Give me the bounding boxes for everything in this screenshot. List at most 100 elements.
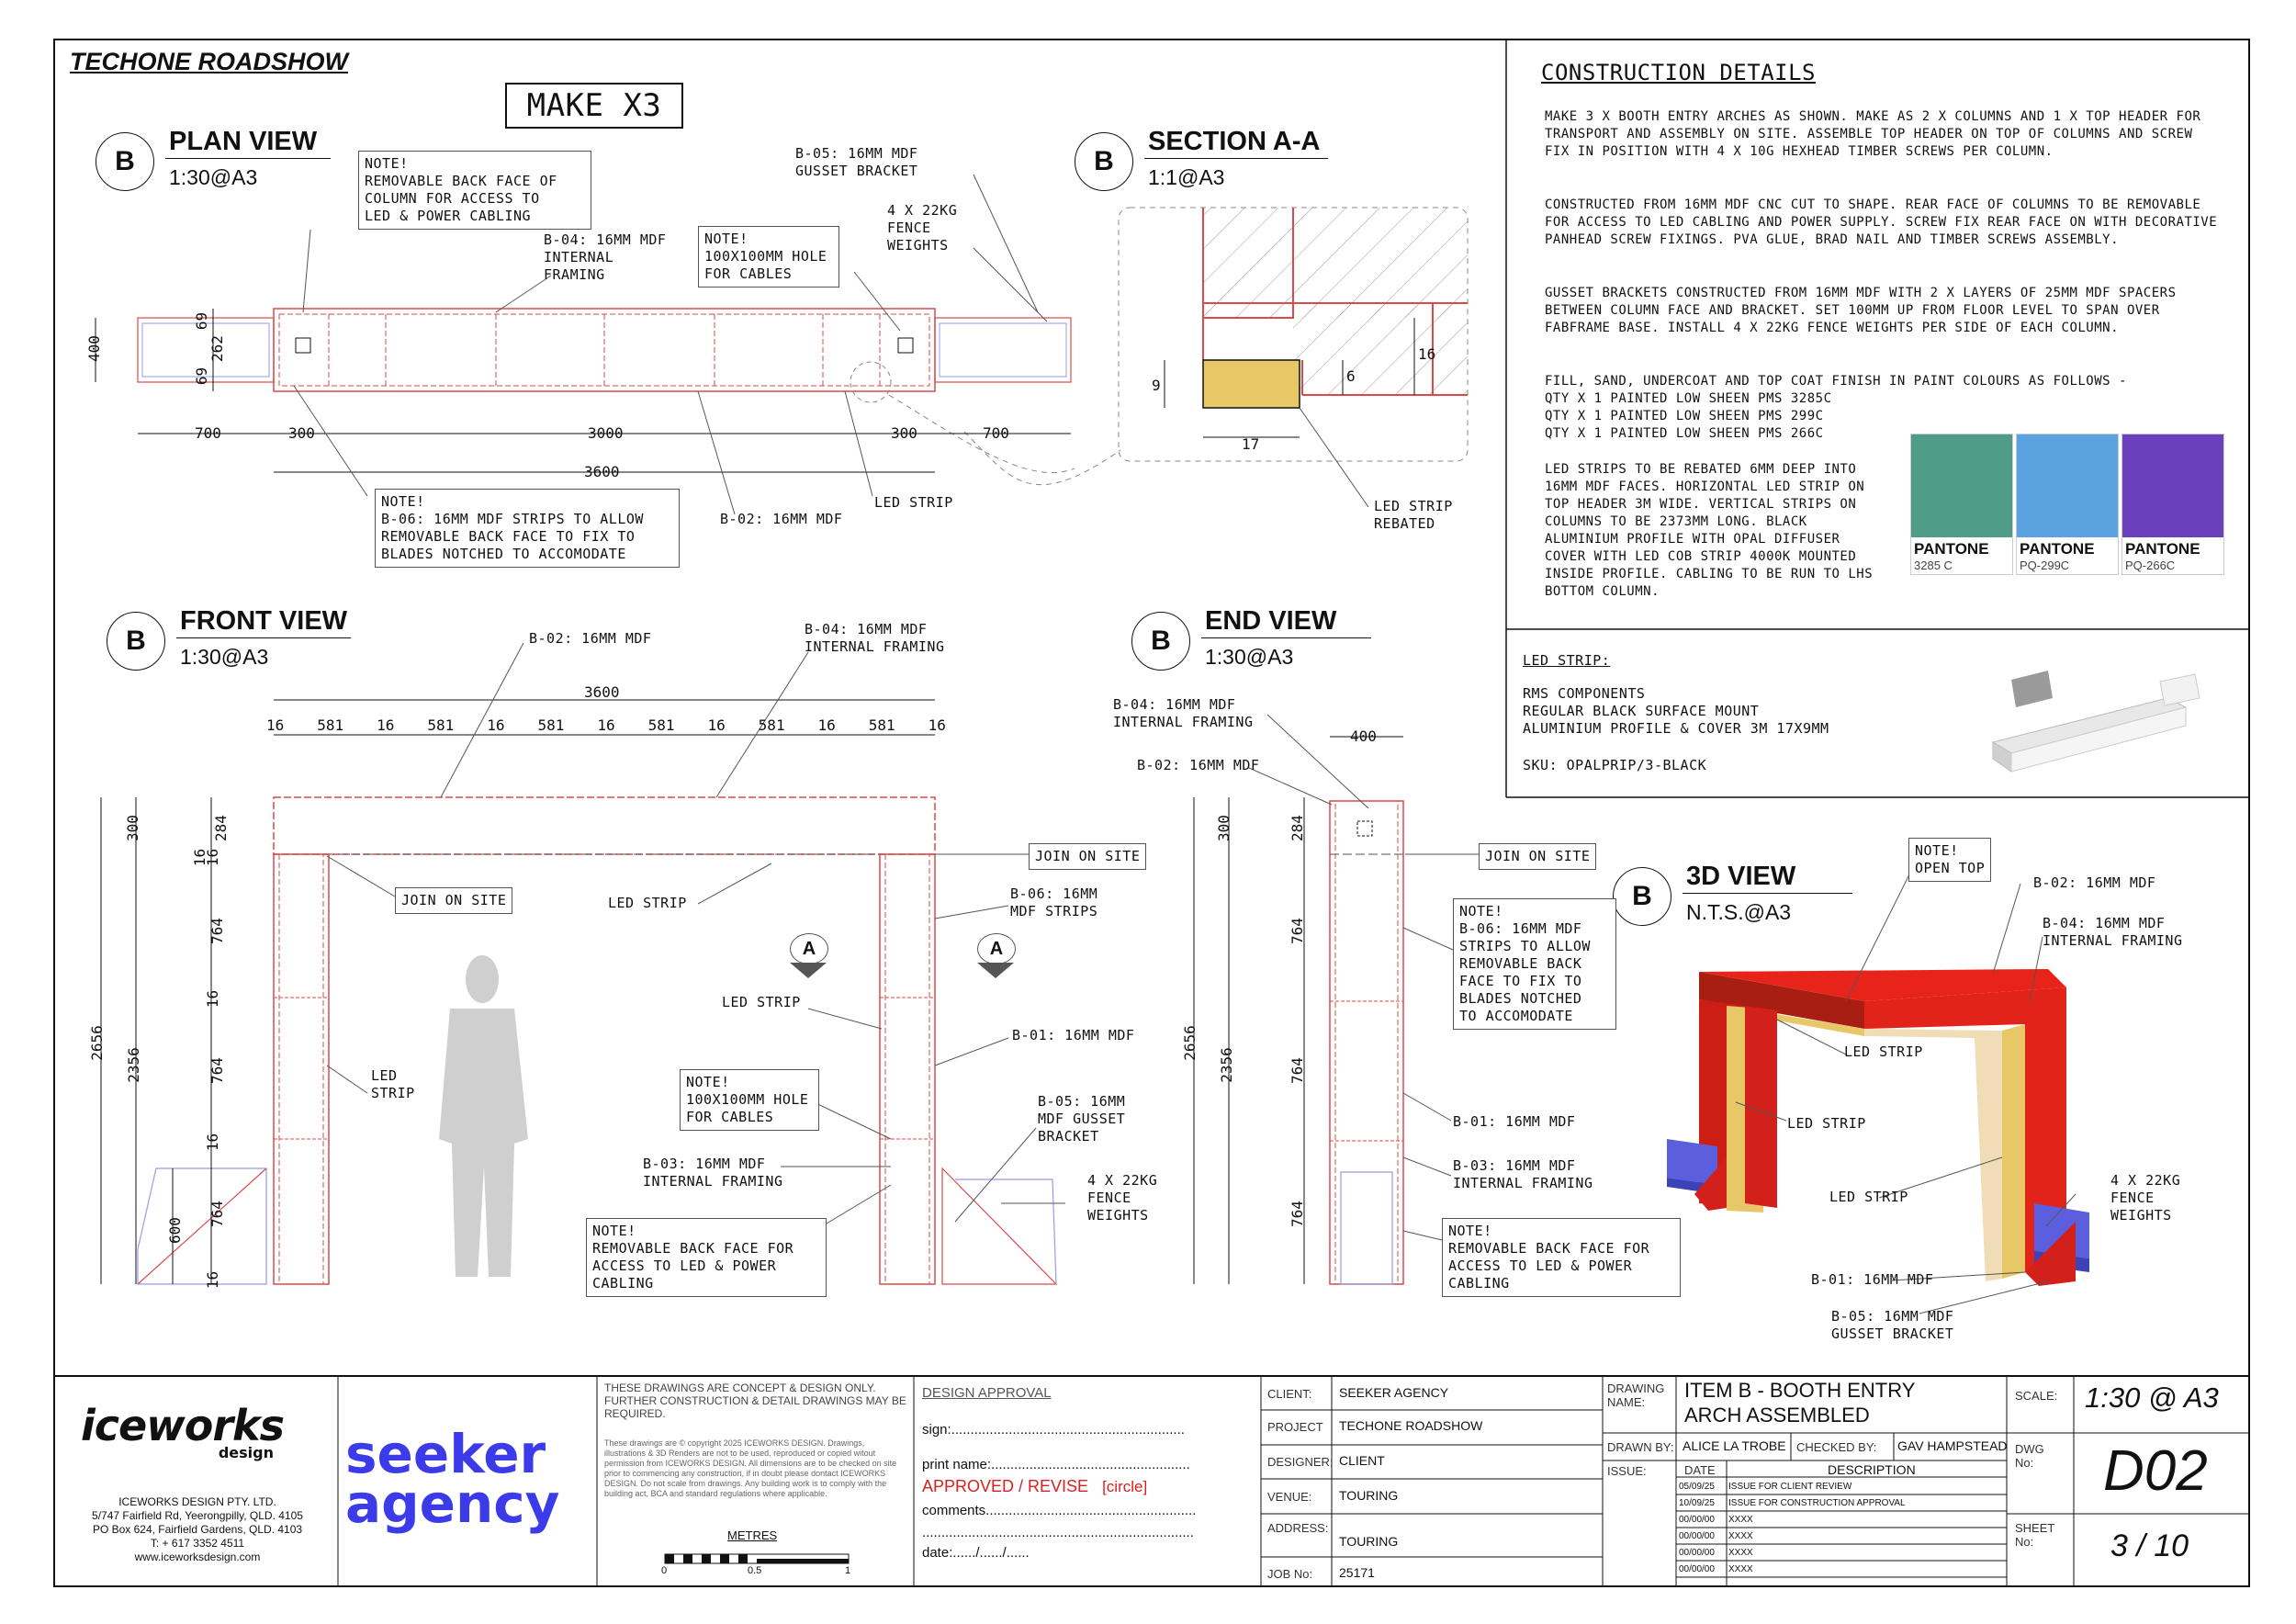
plan-label-led: LED STRIP (874, 494, 953, 511)
pantone-brand: PANTONE (2020, 540, 2095, 558)
pantone-code: PQ-299C (2020, 558, 2070, 572)
issue-desc: XXXX (1728, 1548, 1753, 1558)
front-label-b05: B-05: 16MM MDF GUSSET BRACKET (1038, 1093, 1126, 1145)
issue-desc: XXXX (1728, 1531, 1753, 1541)
address-value: TOURING (1339, 1534, 1399, 1549)
pantone-code: PQ-266C (2125, 558, 2176, 572)
issue-date: 00/00/00 (1679, 1564, 1715, 1574)
issue-desc-col: DESCRIPTION (1828, 1462, 1916, 1477)
company-phone: T: + 617 3352 4511 (150, 1537, 245, 1550)
front-top-dim: 16 (597, 716, 615, 734)
front-top-dim: 16 (707, 716, 726, 734)
address-label: ADDRESS: (1267, 1521, 1329, 1535)
approval-date: date:....../....../...... (922, 1545, 1030, 1561)
construction-para-4: FILL, SAND, UNDERCOAT AND TOP COAT FINIS… (1545, 374, 2127, 441)
three-d-label-led-a: LED STRIP (1844, 1043, 1923, 1060)
end-note-back: NOTE! REMOVABLE BACK FACE FOR ACCESS TO … (1442, 1218, 1681, 1297)
front-join-on-site-right: JOIN ON SITE (1029, 843, 1147, 870)
three-d-label-led-b: LED STRIP (1787, 1115, 1866, 1132)
pantone-code: 3285 C (1914, 558, 1953, 572)
plan-note-b06: NOTE! B-06: 16MM MDF STRIPS TO ALLOW REM… (375, 489, 680, 568)
client-label: CLIENT: (1267, 1387, 1312, 1401)
plan-view-bubble: B (96, 132, 154, 191)
scale-bar-tick-2: 1 (845, 1565, 851, 1576)
approval-print-name: print name:.............................… (922, 1457, 1190, 1472)
section-view-title: SECTION A-A (1148, 127, 1321, 156)
front-dim-300: 300 (123, 815, 141, 841)
front-top-dim: 581 (758, 716, 785, 734)
plan-note-back-face: NOTE! REMOVABLE BACK FACE OF COLUMN FOR … (358, 151, 591, 230)
project-label: PROJECT (1267, 1420, 1323, 1434)
end-view-drawing (1193, 714, 1479, 1285)
construction-para-2: CONSTRUCTED FROM 16MM MDF CNC CUT TO SHA… (1545, 197, 2218, 247)
end-dim-2356: 2356 (1217, 1047, 1235, 1083)
sheet-border (53, 39, 2250, 1587)
plan-dim-700a: 700 (195, 424, 221, 442)
construction-para-5: LED STRIPS TO BE REBATED 6MM DEEP INTO 1… (1545, 462, 1874, 599)
three-d-label-b02: B-02: 16MM MDF (2033, 874, 2156, 891)
section-view-drawing (1118, 207, 1469, 508)
front-dim-16b: 16 (204, 848, 222, 867)
venue-label: VENUE: (1267, 1490, 1312, 1504)
drawing-name-value: ITEM B - BOOTH ENTRY ARCH ASSEMBLED (1684, 1379, 1916, 1427)
venue-value: TOURING (1339, 1488, 1399, 1503)
front-dim-284: 284 (211, 815, 230, 841)
plan-label-b04: B-04: 16MM MDF INTERNAL FRAMING (544, 231, 667, 283)
scale-bar-tick-0: 0 (661, 1565, 668, 1576)
front-dim-764a: 764 (208, 918, 226, 944)
issue-label: ISSUE: (1607, 1464, 1647, 1478)
sheet-value: 3 / 10 (2110, 1528, 2189, 1563)
pantone-swatch-2: PANTONE PQ-299C (2016, 434, 2119, 575)
pantone-swatch-color (2017, 434, 2118, 537)
front-join-on-site-left: JOIN ON SITE (395, 887, 513, 914)
pantone-swatch-1: PANTONE 3285 C (1910, 434, 2013, 575)
front-view-title: FRONT VIEW (180, 606, 348, 636)
front-label-b04: B-04: 16MM MDF INTERNAL FRAMING (805, 621, 945, 655)
designer-value: CLIENT (1339, 1453, 1385, 1468)
front-dim-2356: 2356 (124, 1047, 142, 1083)
issue-date: 05/09/25 (1679, 1482, 1715, 1492)
end-label-b04: B-04: 16MM MDF INTERNAL FRAMING (1113, 696, 1254, 730)
construction-para-1: MAKE 3 X BOOTH ENTRY ARCHES AS SHOWN. MA… (1545, 109, 2201, 159)
copyright-note: These drawings are © copyright 2025 ICEW… (604, 1438, 897, 1498)
led-spec-lines: RMS COMPONENTS REGULAR BLACK SURFACE MOU… (1523, 685, 1829, 737)
scale-label: SCALE: (2015, 1389, 2058, 1403)
approval-comments: comments................................… (922, 1503, 1197, 1518)
front-label-b06: B-06: 16MM MDF STRIPS (1010, 885, 1098, 919)
front-top-dim: 581 (427, 716, 455, 734)
approved-revise-text: APPROVED / REVISE (922, 1477, 1089, 1495)
front-dim-764c: 764 (208, 1201, 226, 1227)
front-view-scale: 1:30@A3 (180, 645, 269, 669)
end-note-b06: NOTE! B-06: 16MM MDF STRIPS TO ALLOW REM… (1453, 898, 1616, 1030)
front-dim-2656: 2656 (87, 1025, 106, 1061)
pantone-brand: PANTONE (1914, 540, 1989, 558)
end-dim-764b: 764 (1288, 1057, 1306, 1084)
end-view-title: END VIEW (1205, 606, 1337, 636)
concept-note: THESE DRAWINGS ARE CONCEPT & DESIGN ONLY… (604, 1382, 906, 1420)
three-d-view-drawing (1667, 872, 2089, 1314)
front-note-back: NOTE! REMOVABLE BACK FACE FOR ACCESS TO … (586, 1218, 827, 1297)
section-dim-16: 16 (1418, 345, 1436, 363)
three-d-view-underline (1683, 893, 1852, 894)
front-label-weights: 4 X 22KG FENCE WEIGHTS (1087, 1172, 1158, 1224)
plan-dim-3600: 3600 (584, 463, 620, 480)
end-join-on-site: JOIN ON SITE (1479, 843, 1597, 870)
front-top-dim: 16 (377, 716, 395, 734)
front-dim-16d: 16 (204, 1133, 222, 1152)
plan-label-weights: 4 X 22KG FENCE WEIGHTS (887, 202, 958, 254)
front-top-dim: 581 (317, 716, 344, 734)
plan-dim-700b: 700 (983, 424, 1009, 442)
issue-date: 00/00/00 (1679, 1515, 1715, 1525)
issue-date-col: DATE (1684, 1463, 1716, 1477)
end-dim-400: 400 (1350, 727, 1377, 745)
issue-date: 00/00/00 (1679, 1531, 1715, 1541)
project-title: TECHONE ROADSHOW (70, 48, 348, 75)
end-dim-300: 300 (1214, 815, 1232, 841)
scale-bar-label: METRES (727, 1528, 778, 1542)
client-logo: seeker agency (345, 1427, 593, 1530)
title-block-lines (53, 1375, 2250, 1587)
issue-desc: XXXX (1728, 1564, 1753, 1574)
sheet-label: SHEET No: (2015, 1521, 2055, 1549)
pantone-swatch-color (2122, 434, 2223, 537)
